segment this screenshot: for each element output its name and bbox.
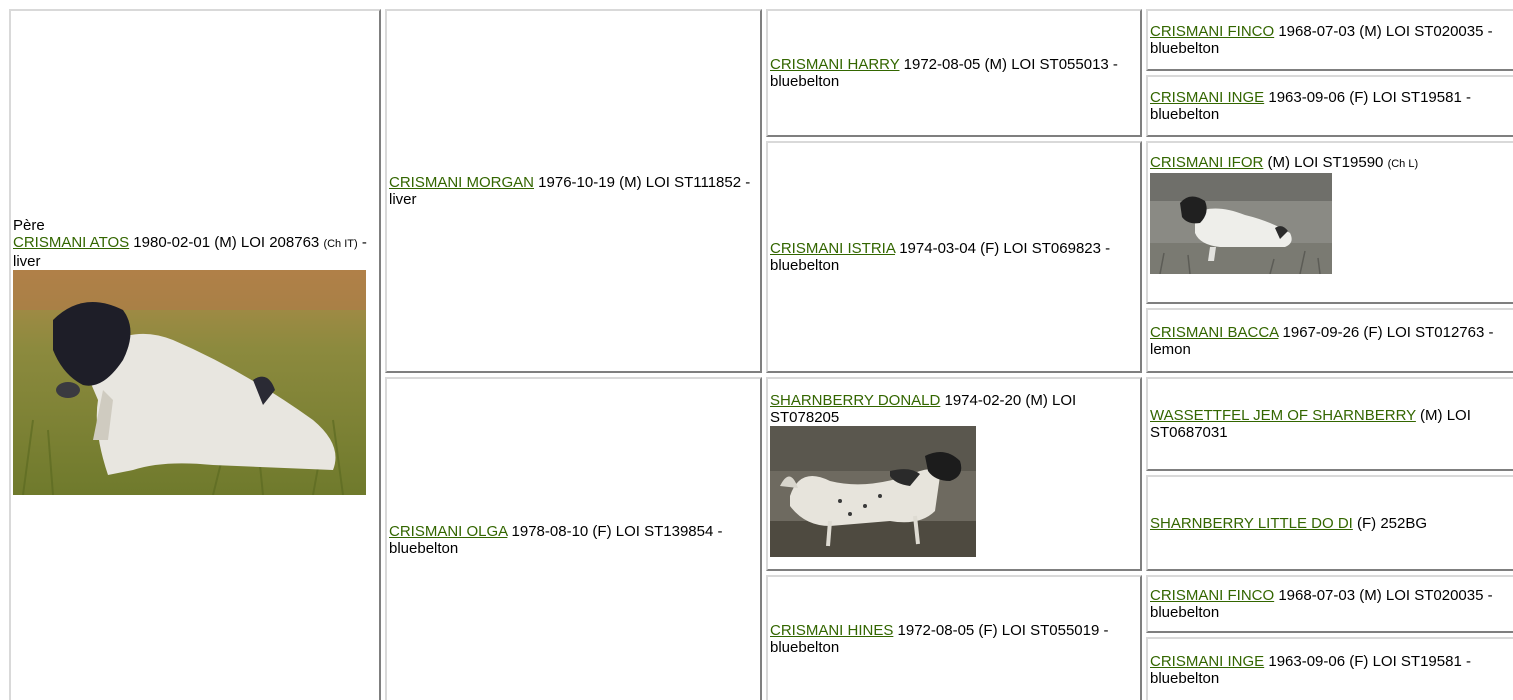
istria-name-link[interactable]: CRISMANI ISTRIA	[770, 240, 896, 257]
finco-info: 1968-07-03 (M) LOI ST020035 - bluebelton	[1150, 23, 1493, 57]
ancestor-cell-little-do-di: SHARNBERRY LITTLE DO DI (F) 252BG	[1146, 475, 1513, 571]
grandparent-cell-istria: CRISMANI ISTRIA 1974-03-04 (F) LOI ST069…	[766, 141, 1142, 373]
ancestor-cell-inge: CRISMANI INGE 1963-09-06 (F) LOI ST19581…	[1146, 75, 1513, 137]
parent-cell-olga: CRISMANI OLGA 1978-08-10 (F) LOI ST13985…	[385, 377, 762, 700]
ancestor-cell-ifor: CRISMANI IFOR (M) LOI ST19590 (Ch L)	[1146, 141, 1513, 304]
grandparent-cell-harry: CRISMANI HARRY 1972-08-05 (M) LOI ST0550…	[766, 9, 1142, 137]
inge-name-link[interactable]: CRISMANI INGE	[1150, 89, 1265, 106]
ifor-name-link[interactable]: CRISMANI IFOR	[1150, 154, 1264, 171]
ifor-photo	[1150, 173, 1332, 274]
ancestor-cell-bacca: CRISMANI BACCA 1967-09-26 (F) LOI ST0127…	[1146, 308, 1513, 373]
harry-name-link[interactable]: CRISMANI HARRY	[770, 56, 900, 73]
wassettfel-info: (M) LOI ST0687031	[1150, 407, 1471, 441]
sire-info: 1980-02-01 (M) LOI 208763	[129, 233, 324, 251]
ifor-title: (Ch L)	[1387, 158, 1419, 170]
ifor-info: (M) LOI ST19590	[1263, 154, 1388, 171]
wassettfel-name-link[interactable]: WASSETTFEL JEM OF SHARNBERRY	[1150, 407, 1416, 424]
olga-info: 1978-08-10 (F) LOI ST139854 - bluebelton	[389, 522, 723, 557]
ancestor-cell-inge-2: CRISMANI INGE 1963-09-06 (F) LOI ST19581…	[1146, 637, 1513, 700]
little-do-di-info: (F) 252BG	[1352, 514, 1428, 532]
sire-title: (Ch IT)	[323, 237, 358, 250]
inge-2-info: 1963-09-06 (F) LOI ST19581 - bluebelton	[1150, 652, 1471, 687]
finco-2-info: 1968-07-03 (M) LOI ST020035 - bluebelton	[1150, 587, 1493, 621]
sire-cell: Père CRISMANI ATOS 1980-02-01 (M) LOI 20…	[9, 9, 381, 700]
grandparent-cell-donald: SHARNBERRY DONALD 1974-02-20 (M) LOI ST0…	[766, 377, 1142, 571]
bacca-name-link[interactable]: CRISMANI BACCA	[1150, 323, 1279, 341]
ancestor-cell-finco: CRISMANI FINCO 1968-07-03 (M) LOI ST0200…	[1146, 9, 1513, 71]
sire-name-link[interactable]: CRISMANI ATOS	[13, 233, 130, 251]
sire-color: - liver	[13, 233, 367, 270]
istria-info: 1974-03-04 (F) LOI ST069823 - bluebelton	[770, 240, 1111, 274]
inge-2-name-link[interactable]: CRISMANI INGE	[1150, 652, 1265, 670]
little-do-di-name-link[interactable]: SHARNBERRY LITTLE DO DI	[1150, 514, 1353, 532]
olga-name-link[interactable]: CRISMANI OLGA	[389, 522, 508, 540]
sire-block: Père CRISMANI ATOS 1980-02-01 (M) LOI 20…	[13, 217, 377, 495]
donald-name-link[interactable]: SHARNBERRY DONALD	[770, 391, 941, 409]
finco-name-link[interactable]: CRISMANI FINCO	[1150, 23, 1275, 40]
grandparent-cell-hines: CRISMANI HINES 1972-08-05 (F) LOI ST0550…	[766, 575, 1142, 700]
parent-cell-morgan: CRISMANI MORGAN 1976-10-19 (M) LOI ST111…	[385, 9, 762, 373]
ancestor-cell-wassettfel: WASSETTFEL JEM OF SHARNBERRY (M) LOI ST0…	[1146, 377, 1513, 471]
donald-info: 1974-02-20 (M) LOI ST078205	[770, 391, 1077, 426]
donald-photo	[770, 425, 976, 557]
hines-name-link[interactable]: CRISMANI HINES	[770, 621, 894, 639]
inge-info: 1963-09-06 (F) LOI ST19581 - bluebelton	[1150, 89, 1471, 123]
harry-info: 1972-08-05 (M) LOI ST055013 - bluebelton	[770, 56, 1118, 90]
morgan-info: 1976-10-19 (M) LOI ST111852 - liver	[389, 174, 751, 208]
hines-info: 1972-08-05 (F) LOI ST055019 - bluebelton	[770, 621, 1109, 656]
bacca-info: 1967-09-26 (F) LOI ST012763 - lemon	[1150, 323, 1494, 358]
sire-role-label: Père	[13, 216, 45, 234]
sire-photo	[13, 269, 366, 495]
finco-2-name-link[interactable]: CRISMANI FINCO	[1150, 587, 1275, 604]
morgan-name-link[interactable]: CRISMANI MORGAN	[389, 174, 535, 191]
ancestor-cell-finco-2: CRISMANI FINCO 1968-07-03 (M) LOI ST0200…	[1146, 575, 1513, 633]
